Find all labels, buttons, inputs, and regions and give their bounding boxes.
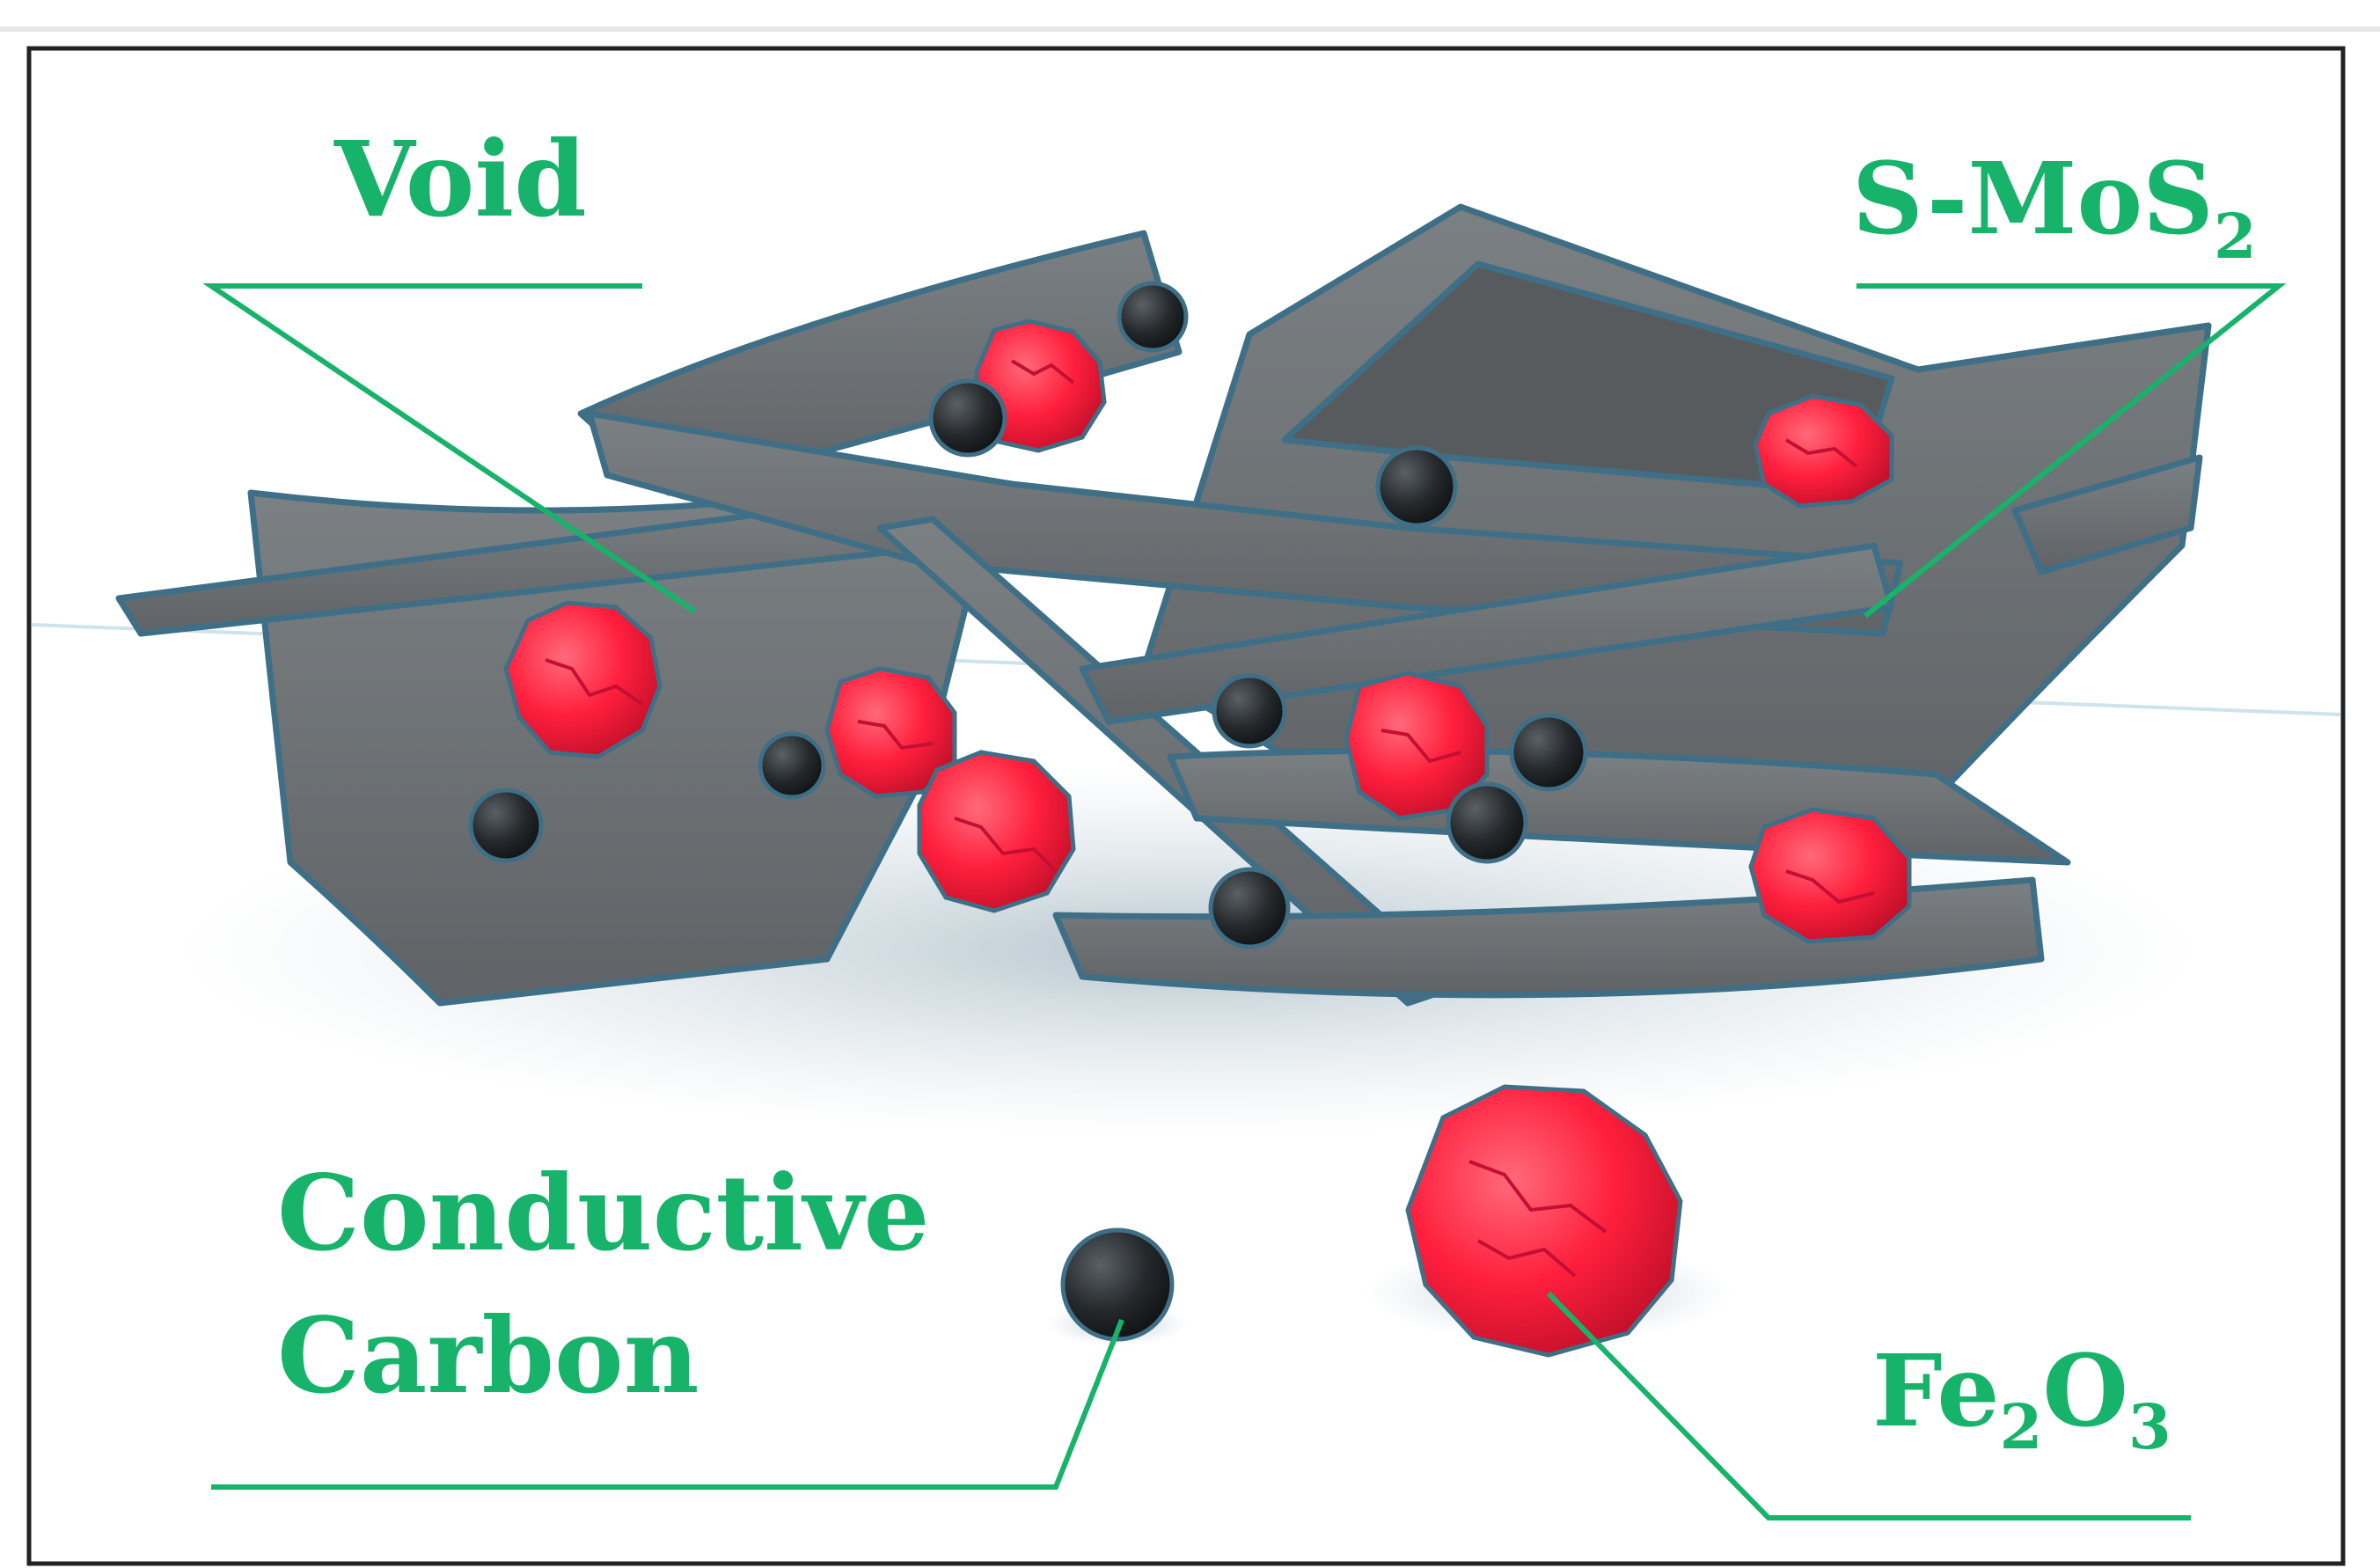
- carbon-particle: [468, 788, 544, 863]
- fe2o3-label-fe: Fe: [1872, 1334, 2000, 1449]
- fe2o3-particle: [503, 600, 663, 759]
- sheet-tab-right: [2011, 454, 2203, 575]
- fe2o3-label-o: O: [2042, 1334, 2128, 1449]
- carbon-particle: [928, 378, 1007, 458]
- carbon-particle: [1375, 445, 1458, 528]
- void-leader: [202, 283, 697, 614]
- fe2o3-leader: [1546, 1291, 2191, 1520]
- carbon-particle: [1208, 867, 1291, 949]
- fe2o3-label: Fe2O3: [1872, 1334, 2171, 1463]
- carbon-particle-isolated: [1060, 1227, 1175, 1342]
- void-label: Void: [333, 118, 587, 240]
- carbon-leader: [211, 1318, 1124, 1490]
- smos2-label-subscript: 2: [2214, 200, 2257, 273]
- carbon-particle: [1117, 281, 1189, 353]
- carbon-label-line2: Carbon: [277, 1294, 699, 1417]
- fe2o3-particle-isolated: [1405, 1084, 1683, 1358]
- carbon-particle: [1509, 713, 1588, 792]
- sheet-plank-middle: [586, 410, 1904, 637]
- smos2-leader: [1856, 283, 2287, 619]
- fe2o3-particles: [503, 319, 1912, 1358]
- carbon-particle: [1446, 781, 1528, 864]
- leader-lines: [202, 283, 2287, 1520]
- sheet-strip-right: [1079, 542, 1895, 725]
- fe2o3-particle: [1748, 807, 1912, 944]
- carbon-particle: [758, 731, 826, 800]
- carbon-label-line1: Conductive: [277, 1152, 930, 1274]
- fe2o3-texture: [545, 359, 1875, 1278]
- fe2o3-label-sub2: 3: [2128, 1390, 2171, 1463]
- carbon-particles: [468, 281, 1588, 1342]
- smos2-label: S-MoS2: [1852, 142, 2257, 273]
- carbon-particle: [1212, 673, 1287, 749]
- fe2o3-label-sub1: 2: [2000, 1390, 2043, 1463]
- fe2o3-particle: [917, 750, 1076, 913]
- smos2-label-main: S-MoS: [1852, 142, 2214, 257]
